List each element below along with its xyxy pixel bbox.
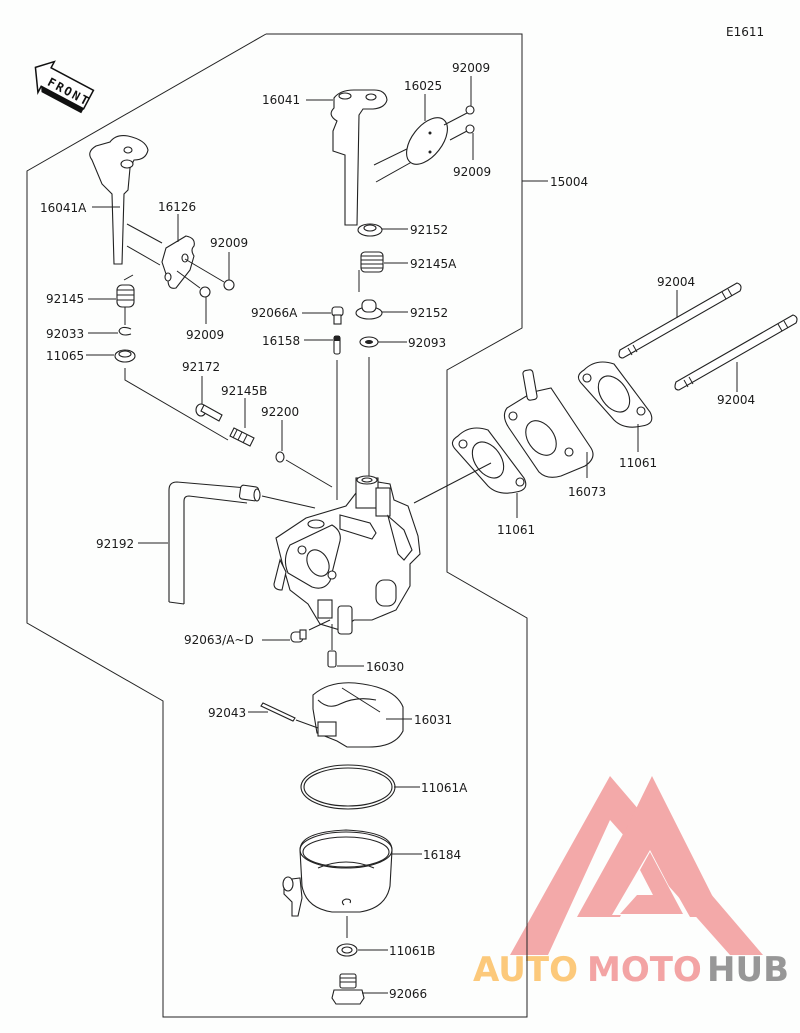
part-16030-nozzle bbox=[327, 624, 337, 668]
part-label-92009-a: 92009 bbox=[452, 61, 490, 75]
watermark-word-moto: MOTO bbox=[587, 950, 702, 990]
part-16126-plate bbox=[161, 235, 225, 289]
part-label-11061-b: 11061 bbox=[497, 523, 535, 537]
part-label-92145B: 92145B bbox=[221, 384, 267, 398]
part-92063-jet bbox=[290, 619, 331, 643]
part-label-16184: 16184 bbox=[423, 848, 461, 862]
part-92009-screws-top bbox=[443, 105, 475, 141]
part-16031-float bbox=[312, 682, 404, 748]
part-92145B-spring bbox=[229, 427, 255, 447]
part-92033-clip bbox=[118, 326, 132, 336]
part-16025-plate bbox=[406, 117, 448, 165]
part-label-92004-b: 92004 bbox=[717, 393, 755, 407]
part-92172-screw bbox=[195, 403, 223, 422]
watermark-triangle-small bbox=[620, 852, 683, 914]
part-label-11065: 11065 bbox=[46, 349, 84, 363]
part-92043-pin bbox=[260, 702, 319, 729]
part-92200-washer bbox=[275, 451, 333, 488]
part-label-92152-b: 92152 bbox=[410, 306, 448, 320]
part-label-16025: 16025 bbox=[404, 79, 442, 93]
part-16184-bowl bbox=[282, 829, 393, 938]
part-label-92152-a: 92152 bbox=[410, 223, 448, 237]
part-11065-seal bbox=[114, 349, 229, 441]
part-16041A-shaft bbox=[89, 135, 163, 266]
part-11061-gasket-right bbox=[577, 361, 653, 428]
part-92066A-screw bbox=[331, 306, 344, 325]
part-label-16158: 16158 bbox=[262, 334, 300, 348]
part-label-11061-a: 11061 bbox=[619, 456, 657, 470]
part-label-92009-d: 92009 bbox=[186, 328, 224, 342]
part-11061A-oring bbox=[300, 764, 396, 810]
watermark-word-auto: AUTO bbox=[473, 950, 578, 990]
part-carburetor-body bbox=[273, 475, 421, 635]
part-label-92033: 92033 bbox=[46, 327, 84, 341]
part-16158-needle bbox=[333, 335, 341, 500]
part-92152-cap-top bbox=[357, 223, 383, 237]
part-label-92200: 92200 bbox=[261, 405, 299, 419]
part-11061B-washer bbox=[336, 943, 358, 957]
part-label-92066A: 92066A bbox=[251, 306, 298, 320]
part-label-92043: 92043 bbox=[208, 706, 246, 720]
part-label-92192: 92192 bbox=[96, 537, 134, 551]
assembly-boundary bbox=[26, 33, 528, 1018]
part-label-16041: 16041 bbox=[262, 93, 300, 107]
part-label-11061B: 11061B bbox=[389, 944, 435, 958]
part-92004-stud-top bbox=[618, 282, 742, 359]
part-label-92172: 92172 bbox=[182, 360, 220, 374]
part-label-92063: 92063/A~D bbox=[184, 633, 254, 647]
part-label-15004: 15004 bbox=[550, 175, 588, 189]
part-label-92145: 92145 bbox=[46, 292, 84, 306]
part-label-16031: 16031 bbox=[414, 713, 452, 727]
part-label-92066: 92066 bbox=[389, 987, 427, 1001]
part-label-92009-b: 92009 bbox=[453, 165, 491, 179]
part-label-16073: 16073 bbox=[568, 485, 606, 499]
diagram-code: E1611 bbox=[726, 25, 764, 39]
part-label-92093: 92093 bbox=[408, 336, 446, 350]
part-92152-cap-bottom bbox=[355, 299, 383, 320]
watermark-logo bbox=[510, 776, 763, 955]
watermark-word-hub: HUB bbox=[707, 950, 789, 990]
part-11061-gasket-left bbox=[413, 427, 527, 504]
part-label-92145A: 92145A bbox=[410, 257, 457, 271]
part-92192-tube bbox=[168, 481, 316, 605]
part-92093-washer bbox=[359, 336, 379, 480]
part-16073-insulator bbox=[503, 369, 594, 478]
part-label-92004-a: 92004 bbox=[657, 275, 695, 289]
part-label-16041A: 16041A bbox=[40, 201, 87, 215]
part-label-92009-c: 92009 bbox=[210, 236, 248, 250]
part-label-16030: 16030 bbox=[366, 660, 404, 674]
part-92145A-spring bbox=[358, 251, 384, 292]
part-92009-screws-left bbox=[199, 279, 235, 298]
part-label-16126: 16126 bbox=[158, 200, 196, 214]
part-16041-shaft bbox=[330, 89, 427, 226]
part-92066-bolt bbox=[331, 973, 365, 1005]
part-92145-spring bbox=[116, 274, 135, 325]
front-arrow-icon: FRONT bbox=[34, 60, 95, 114]
watermark-triangle-inner bbox=[577, 776, 723, 917]
part-label-11061A: 11061A bbox=[421, 781, 468, 795]
part-92004-stud-bottom bbox=[674, 314, 798, 391]
